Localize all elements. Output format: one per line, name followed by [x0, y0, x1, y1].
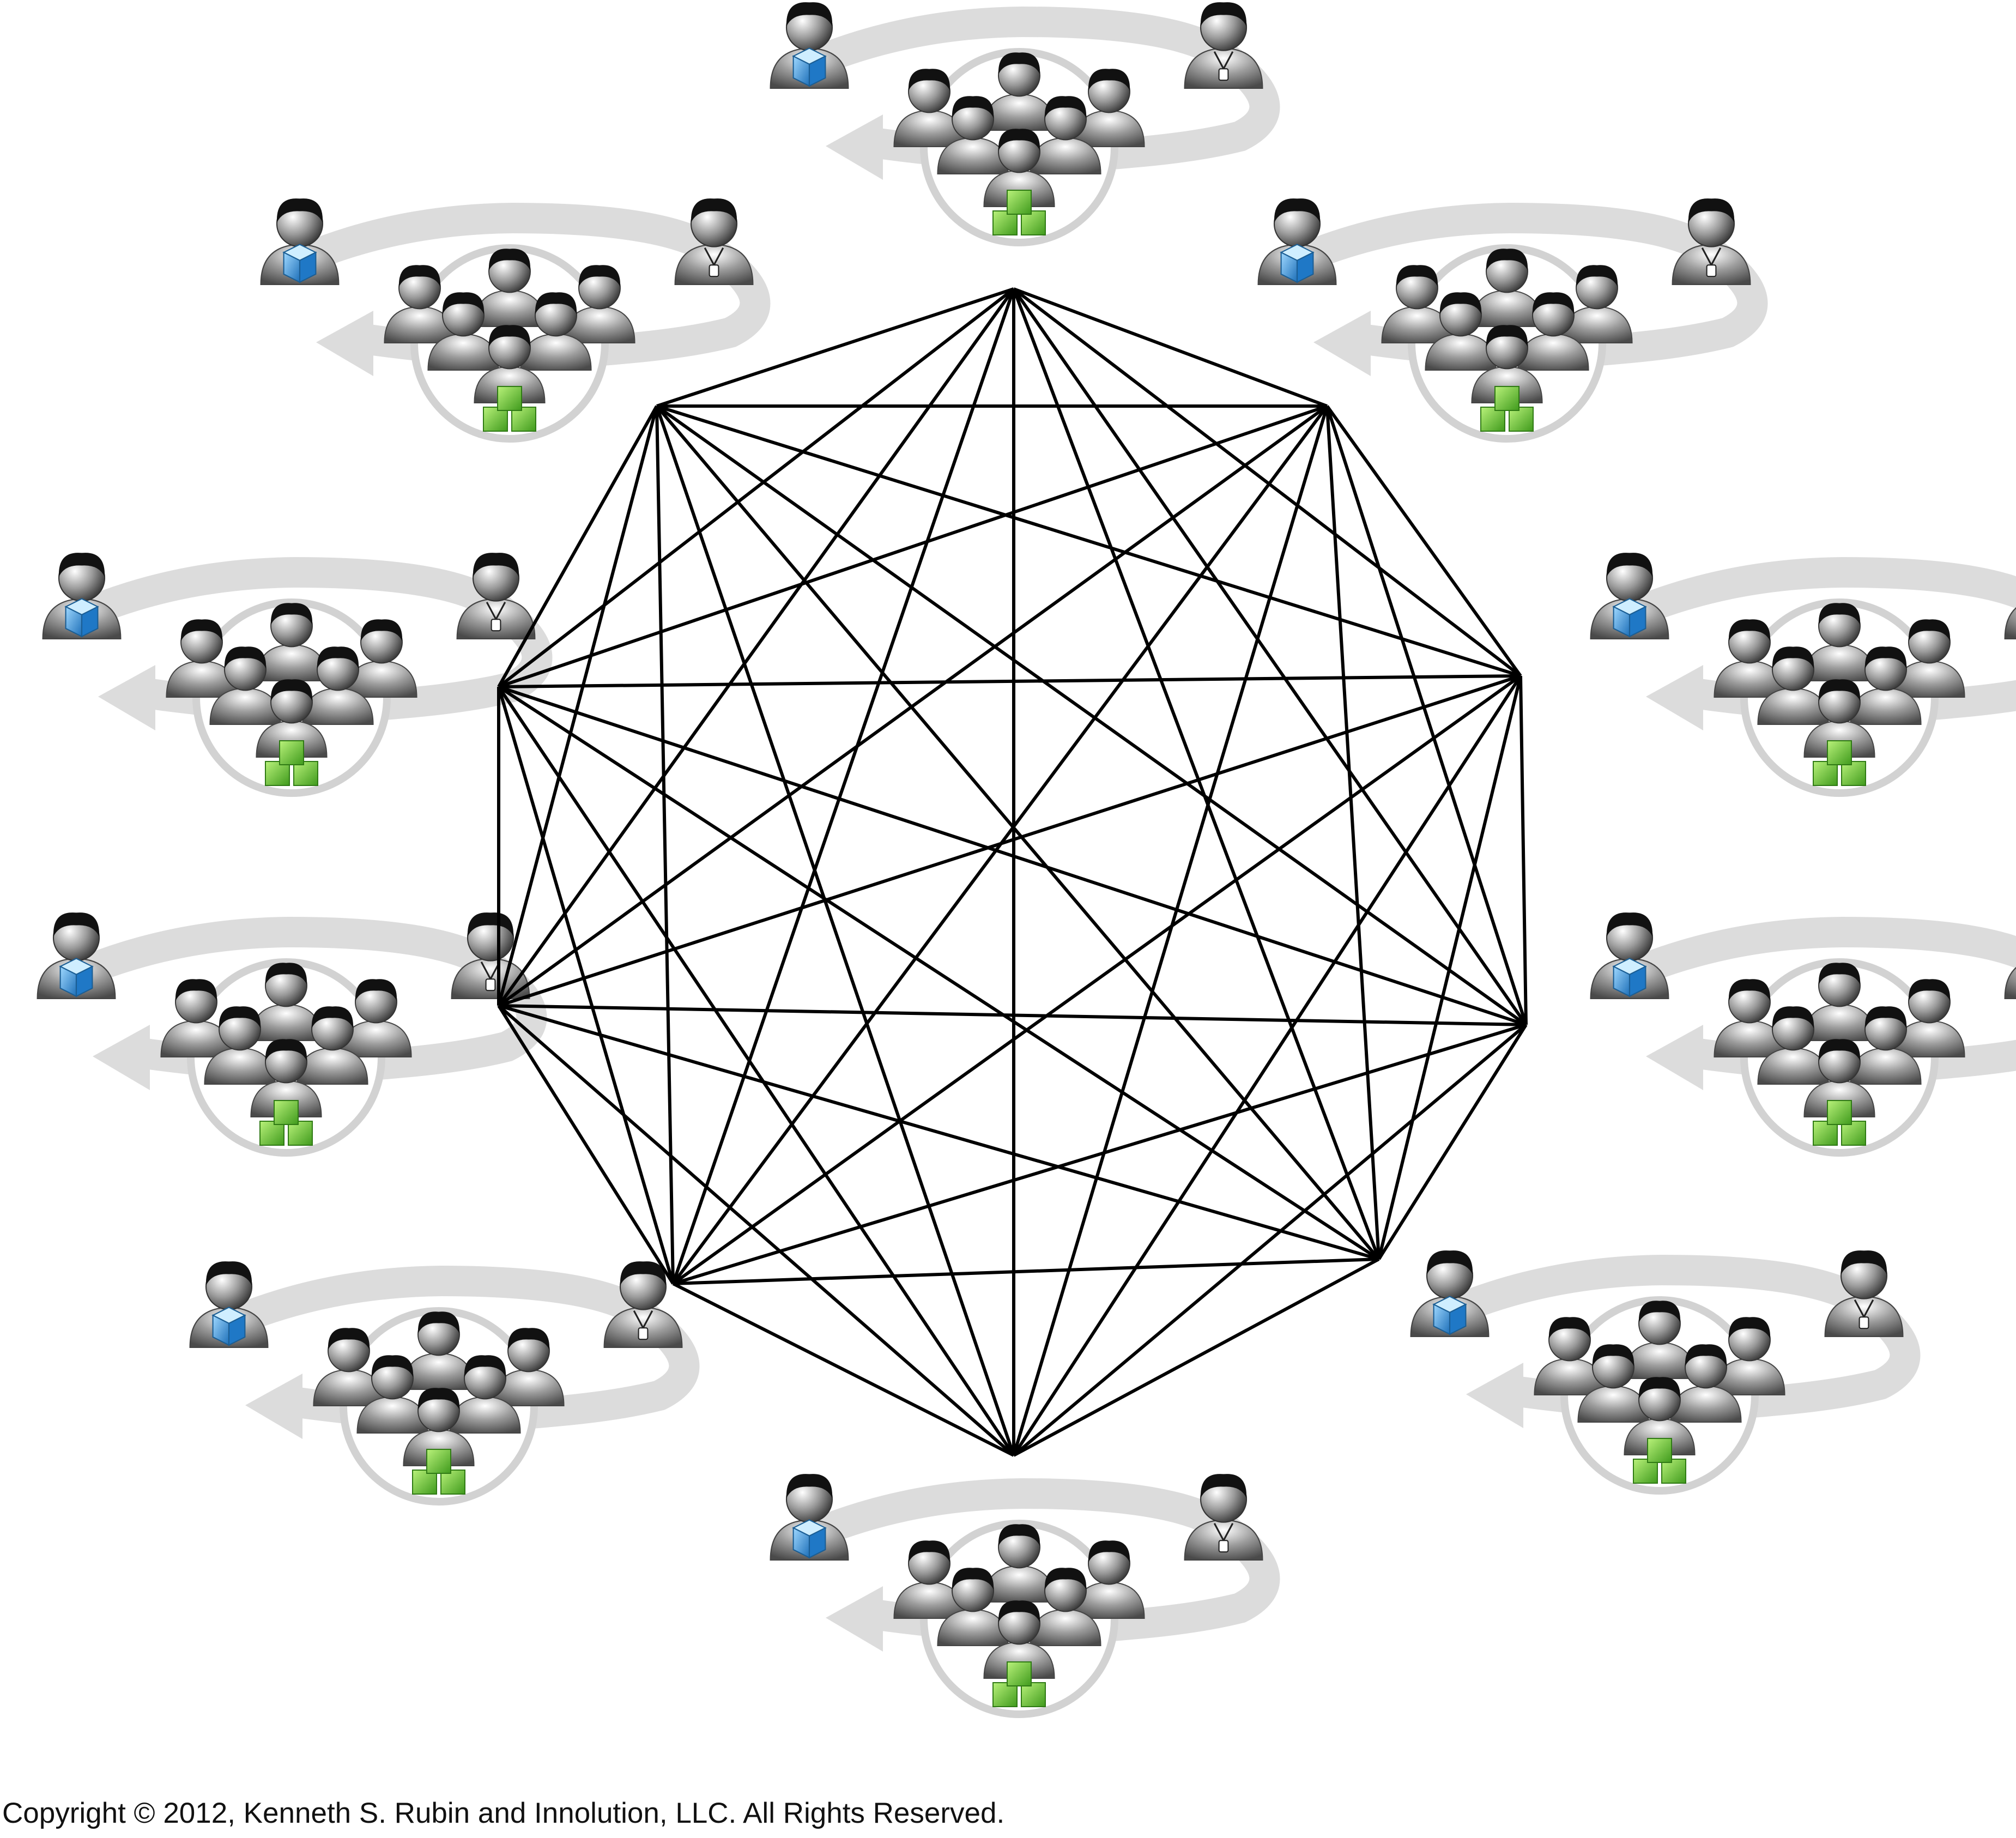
scrum-team-unit: [1591, 912, 2016, 1153]
network-edge: [497, 686, 1015, 1456]
network-edge: [655, 406, 675, 1284]
network-edge: [497, 288, 1015, 1007]
network-edge: [1377, 1024, 1528, 1260]
network-edge: [656, 404, 1527, 1026]
network-edge: [673, 1023, 1527, 1285]
network-edge: [498, 674, 1521, 1007]
network-edge: [497, 406, 658, 1006]
scrum-team-unit: [771, 1474, 1265, 1714]
network-edge: [1012, 288, 1381, 1260]
scrum-team-unit: [1591, 553, 2016, 793]
network-edge: [656, 287, 1014, 408]
network-edge: [497, 686, 675, 1284]
network-edge: [498, 287, 1015, 688]
network-edge: [1325, 405, 1522, 677]
network-edge: [1012, 288, 1528, 1026]
network-edge: [498, 685, 1380, 1261]
network-edge: [498, 1004, 1015, 1457]
network-edge: [671, 288, 1015, 1284]
network-edge: [655, 405, 1381, 1260]
network-edge: [656, 404, 1521, 678]
scrum-team-unit: [771, 2, 1265, 243]
network-edge: [498, 1004, 1527, 1026]
network-edge: [1377, 675, 1522, 1260]
scrum-team-unit: [38, 912, 532, 1153]
network-edge: [1325, 406, 1381, 1260]
team-network-graph: [497, 287, 1528, 1457]
network-edge: [1013, 1257, 1380, 1457]
scrum-team-unit: [261, 198, 755, 439]
network-edge: [672, 674, 1522, 1285]
scrum-team-unit: [190, 1261, 685, 1502]
scrum-team-unit: [43, 553, 537, 793]
network-edge: [497, 1005, 675, 1285]
network-edge: [1013, 287, 1328, 408]
network-edge: [1012, 406, 1329, 1456]
scrum-team-unit: [1411, 1250, 1905, 1491]
network-edge: [498, 404, 1328, 688]
scrum-team-unit: [1258, 198, 1753, 439]
network-edge: [655, 406, 1015, 1456]
copyright-notice: Copyright © 2012, Kenneth S. Rubin and I…: [2, 1797, 1005, 1829]
network-edge: [498, 1004, 1379, 1261]
network-edge: [1012, 675, 1522, 1456]
network-edge: [673, 1257, 1379, 1285]
network-edge: [498, 404, 1328, 1007]
network-edge: [1519, 675, 1528, 1025]
network-edge: [498, 674, 1521, 688]
network-edge: [672, 1282, 1015, 1457]
network-edge: [1013, 287, 1522, 678]
network-edge: [497, 405, 658, 688]
network-edge: [498, 685, 1527, 1026]
network-edge: [1325, 406, 1528, 1025]
team-units: [38, 2, 2016, 1714]
network-edge: [1013, 1023, 1527, 1457]
